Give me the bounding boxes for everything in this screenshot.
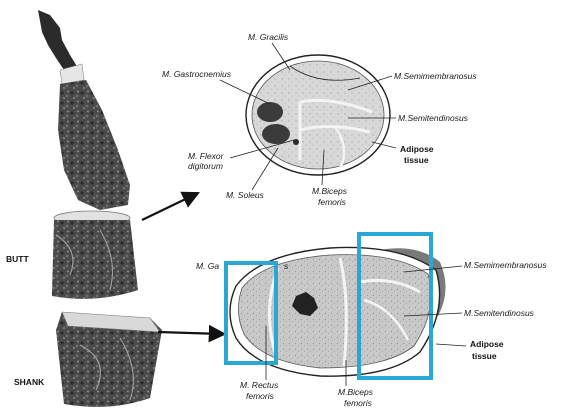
shank-label: SHANK (14, 377, 45, 387)
bottom-cross-section (230, 247, 446, 376)
label-flexor: M. Flexor (188, 151, 225, 161)
label-biceps-bottom-2: femoris (344, 398, 373, 408)
label-gastro-partial: M. Ga (196, 261, 219, 271)
label-rectus-2: femoris (246, 391, 275, 401)
shank-cut-illustration (56, 312, 162, 407)
label-soleus: M. Soleus (226, 190, 265, 200)
label-gracilis: M. Gracilis (248, 32, 289, 42)
label-semitendinosus-bottom: M.Semitendinosus (464, 308, 535, 318)
whole-ham-illustration (38, 10, 130, 210)
bone-shape (257, 102, 283, 122)
label-semimembranosus-bottom: M.Semimembranosus (464, 260, 547, 270)
arrow-to-bottom-section (158, 332, 222, 334)
label-semitendinosus: M.Semitendinosus (398, 113, 469, 123)
top-cross-section (246, 55, 390, 175)
label-semimembranosus: M.Semimembranosus (394, 71, 477, 81)
label-rectus: M. Rectus (240, 380, 279, 390)
label-biceps-2: femoris (318, 197, 347, 207)
label-flexor-2: digitorum (188, 161, 223, 171)
label-biceps: M.Biceps (312, 186, 348, 196)
label-gastrocnemius: M. Gastrocnemius (162, 69, 232, 79)
butt-label: BUTT (6, 254, 29, 264)
label-biceps-bottom: M.Biceps (338, 387, 374, 397)
label-adipose-bottom-2: tissue (472, 351, 497, 361)
butt-cut-illustration (52, 211, 138, 299)
arrow-to-top-section (142, 194, 196, 220)
label-adipose: Adipose (400, 144, 434, 154)
label-adipose-2: tissue (404, 155, 429, 165)
label-adipose-bottom: Adipose (470, 339, 504, 349)
